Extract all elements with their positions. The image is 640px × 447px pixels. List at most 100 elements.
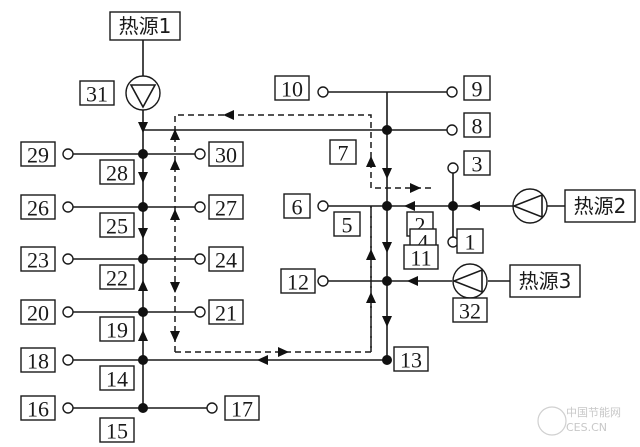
dashed-arrow-down-icon (170, 282, 180, 293)
watermark-line2: CES.CN (566, 421, 607, 434)
label-box-30: 30 (208, 141, 244, 168)
label-box-15: 15 (99, 417, 135, 444)
label-box-29: 29 (20, 141, 56, 168)
label-3: 3 (472, 152, 483, 177)
dashed-arrow-up-icon (366, 292, 376, 303)
label-box-6: 6 (283, 193, 311, 220)
heat-source-1-label: 热源1 (119, 14, 172, 38)
label-box-17: 17 (224, 395, 260, 422)
label-box-24: 24 (208, 246, 244, 273)
label-box-11: 11 (403, 244, 439, 271)
watermark: 中国节能网 CES.CN (537, 405, 621, 436)
arrow-down-icon (138, 228, 148, 239)
label-17: 17 (231, 397, 253, 422)
terminal-3 (447, 162, 459, 174)
label-1: 1 (465, 230, 476, 255)
junction-node-22 (138, 254, 148, 264)
label-box-32: 32 (452, 297, 488, 324)
terminal-27 (194, 201, 206, 213)
label-10: 10 (281, 77, 303, 102)
pump-1-icon (511, 188, 548, 224)
label-11: 11 (410, 246, 431, 271)
arrow-left-icon (257, 355, 268, 365)
junction-node-15 (138, 403, 148, 413)
label-box-26: 26 (20, 194, 56, 221)
arrow-down-icon (138, 172, 148, 183)
label-4: 4 (418, 230, 429, 255)
arrow-down-icon (382, 242, 392, 253)
label-22: 22 (106, 266, 128, 291)
terminal-26 (62, 201, 74, 213)
dashed-arrow-up-icon (170, 209, 180, 220)
junction-node-7 (382, 125, 392, 135)
label-14: 14 (106, 367, 128, 392)
terminal-10 (317, 86, 329, 98)
junction-node-5 (382, 201, 392, 211)
label-21: 21 (215, 301, 237, 326)
junction-node-25 (138, 202, 148, 212)
label-box-27: 27 (208, 194, 244, 221)
label-box-8: 8 (463, 112, 491, 139)
dashed-arrow-down-icon (170, 331, 180, 342)
dashed-arrow-right-icon (278, 347, 289, 357)
heat-source-3: 热源3 (509, 264, 581, 298)
label-box-21: 21 (208, 299, 244, 326)
label-19: 19 (106, 318, 128, 343)
label-box-25: 25 (99, 212, 135, 239)
terminal-16 (62, 402, 74, 414)
label-box-19: 19 (99, 316, 135, 343)
arrow-down-icon (382, 168, 392, 179)
terminal-21 (194, 306, 206, 318)
label-box-14: 14 (99, 365, 135, 392)
label-8: 8 (472, 114, 483, 139)
label-26: 26 (27, 196, 49, 221)
label-12: 12 (287, 270, 309, 295)
pump-31-icon (125, 75, 161, 111)
label-15: 15 (106, 419, 128, 444)
arrow-left-icon (469, 201, 480, 211)
terminal-8 (446, 124, 458, 136)
label-box-18: 18 (20, 347, 56, 374)
dashed-arrow-left-icon (223, 110, 234, 120)
label-box-20: 20 (20, 299, 56, 326)
junction-node-28 (138, 149, 148, 159)
dashed-arrow-up-icon (366, 249, 376, 260)
label-20: 20 (27, 301, 49, 326)
label-28: 28 (106, 161, 128, 186)
dashed-arrow-right-icon (410, 183, 421, 193)
junction-node-19 (138, 307, 148, 317)
terminal-17 (206, 402, 218, 414)
terminal-12 (317, 275, 329, 287)
terminal-24 (194, 253, 206, 265)
label-box-23: 23 (20, 246, 56, 273)
label-18: 18 (27, 349, 49, 374)
label-box-9: 9 (463, 75, 491, 102)
watermark-line1: 中国节能网 (566, 405, 621, 419)
arrow-up-icon (138, 330, 148, 341)
arrow-left-icon (407, 276, 418, 286)
terminal-30 (194, 148, 206, 160)
junction-node-11 (382, 276, 392, 286)
label-box-3: 3 (463, 150, 491, 177)
pump-32-icon (451, 263, 488, 299)
label-29: 29 (27, 143, 49, 168)
terminal-29 (62, 148, 74, 160)
terminal-6 (317, 200, 329, 212)
arrow-up-icon (138, 280, 148, 291)
label-31: 31 (86, 82, 108, 107)
label-16: 16 (27, 397, 49, 422)
label-9: 9 (472, 77, 483, 102)
label-6: 6 (292, 195, 303, 220)
label-30: 30 (215, 143, 237, 168)
label-13: 13 (400, 348, 422, 373)
label-box-22: 22 (99, 264, 135, 291)
heat-source-3-label: 热源3 (519, 269, 572, 293)
junction-node-13 (382, 355, 392, 365)
dashed-arrow-up-icon (170, 159, 180, 170)
label-7: 7 (338, 141, 349, 166)
terminal-20 (62, 306, 74, 318)
junction-node-2 (448, 201, 458, 211)
heat-source-1: 热源1 (109, 11, 181, 41)
